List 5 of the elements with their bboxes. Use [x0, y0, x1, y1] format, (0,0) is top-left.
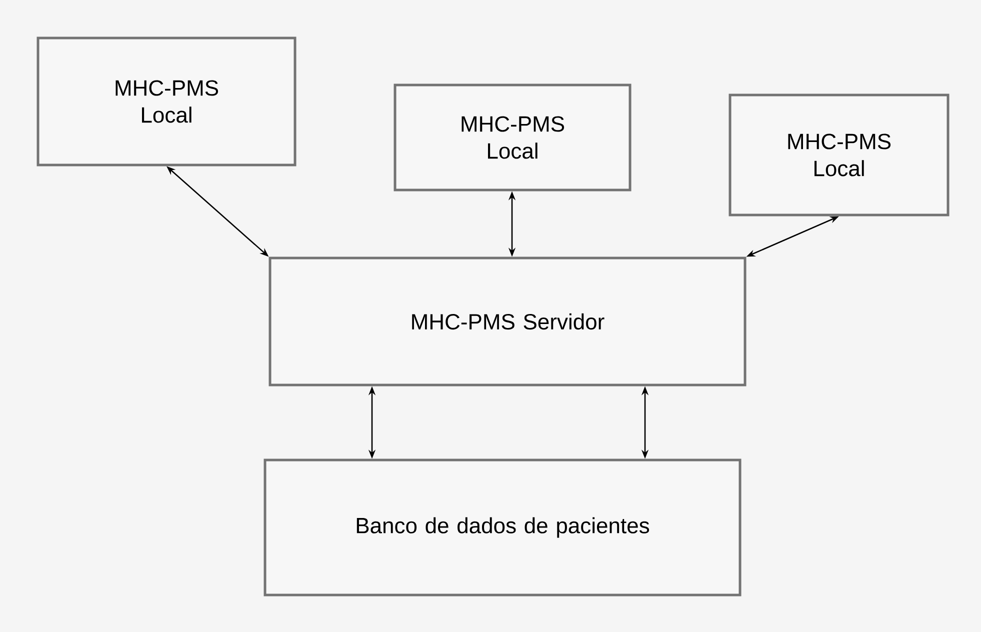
system-box: Banco de dados de pacientes [264, 458, 742, 596]
system-box: MHC-PMS Local [728, 94, 950, 216]
system-box: MHC-PMS Local [394, 84, 632, 192]
system-box: MHC-PMS Local [36, 36, 296, 166]
system-box: MHC-PMS Servidor [268, 256, 746, 386]
